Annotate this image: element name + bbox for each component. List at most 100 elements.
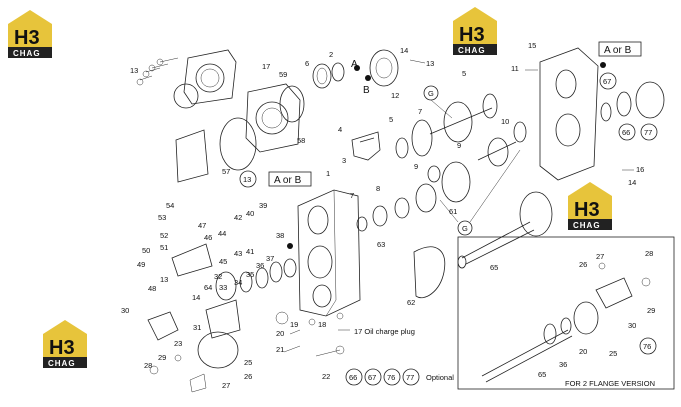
leader-lines [338,59,634,331]
part-label: 20 [276,329,284,338]
part-label: 3 [342,156,346,165]
part-label: 30 [628,321,636,330]
part-label: 31 [193,323,201,332]
part-label: 44 [218,229,226,238]
part-label: 13 [426,59,434,68]
main-housing-drawing [297,189,361,317]
flange-rings-drawing [600,81,665,122]
part-label: 23 [174,339,182,348]
part-label: 65 [538,370,546,379]
part-label: 5 [462,69,466,78]
part-label: 37 [266,254,274,263]
logo-mark: H3 [14,27,40,49]
part-label: 50 [142,246,150,255]
logo-text: CHAG [48,359,76,368]
part-label: 14 [192,293,200,302]
brand-logo: H3 CHAG [453,7,497,55]
part-label: 27 [596,252,604,261]
brand-logo: H3 CHAG [568,182,612,230]
part-label: 5 [389,115,393,124]
part-label: 27 [222,381,230,390]
part-label: 41 [246,247,254,256]
part-label: 26 [579,260,587,269]
callout-g: G [462,224,468,233]
part-label: 21 [276,345,284,354]
part-label: 7 [418,107,422,116]
part-label: 1 [326,169,330,178]
part-label: 19 [290,320,298,329]
part-label: 25 [244,358,252,367]
callout-g: G [428,89,434,98]
part-label: 54 [166,201,174,210]
shift-fork-drawing [351,131,381,161]
inset-shaft-drawing [481,262,651,383]
flange-cover-drawing [173,49,237,109]
part-label: 13 [160,275,168,284]
part-label: 7 [350,191,354,200]
callout-a-or-b-box [268,171,312,187]
letter-b: B [363,85,370,96]
part-label: 46 [204,233,212,242]
optional-part: 77 [406,373,414,382]
part-label: 15 [528,41,536,50]
part-label: 67 [603,77,611,86]
part-label: 2 [329,50,333,59]
seal-12-drawing [369,49,399,87]
part-label: 16 [636,165,644,174]
part-label: 9 [457,141,461,150]
input-shaft-parts-drawing [147,243,297,393]
part-label: 61 [449,207,457,216]
housing-58-drawing [245,83,301,153]
bearing-6-drawing [312,62,345,89]
optional-part: 76 [387,373,395,382]
cover-62-drawing [413,246,446,298]
logo-mark: H3 [574,199,600,221]
part-label: 66 [622,128,630,137]
part-number-labels: 1 2 3 4 5 5 6 7 7 8 9 9 10 11 12 13 13 1… [121,41,655,390]
o-ring-59-drawing [279,85,305,123]
callout-dot [287,243,293,249]
part-label: 48 [148,284,156,293]
part-label: 39 [259,201,267,210]
part-label: 47 [198,221,206,230]
part-label: 13 [130,66,138,75]
callout-dot [600,62,606,68]
optional-part: 66 [349,373,357,382]
part-label: 33 [219,283,227,292]
part-label: 8 [376,184,380,193]
part-label: 14 [628,178,636,187]
part-label: 29 [158,353,166,362]
logo-mark: H3 [459,24,485,46]
callout-dot [354,65,360,71]
optional-part: 67 [368,373,376,382]
part-label: 14 [400,46,408,55]
part-label: 12 [391,91,399,100]
part-label: 20 [579,347,587,356]
brand-logo: H3 CHAG [8,10,52,58]
part-label: 29 [647,306,655,315]
part-label: 36 [559,360,567,369]
part-label: 17 [262,62,270,71]
optional-label: Optional [426,373,454,382]
part-label: 45 [219,257,227,266]
part-label: 34 [234,278,242,287]
right-housing-drawing [539,47,599,181]
part-label: 28 [144,361,152,370]
part-label: 38 [276,231,284,240]
letter-a: A [351,59,358,70]
part-label: 51 [160,243,168,252]
optional-parts-legend: 66 67 76 77 Optional [345,368,454,386]
o-ring-57-drawing [219,117,257,171]
callout-a-or-b: A or B [274,175,302,186]
gear-train-drawing [356,93,527,232]
callout-g-circle [457,220,473,236]
part-label: 9 [414,162,418,171]
part-label: 4 [338,125,342,134]
callout-a-or-b: A or B [604,45,632,56]
cover-plate-drawing [175,129,209,183]
part-label: 65 [490,263,498,272]
part-label: 6 [305,59,309,68]
part-label: 53 [158,213,166,222]
part-label: 36 [256,261,264,270]
